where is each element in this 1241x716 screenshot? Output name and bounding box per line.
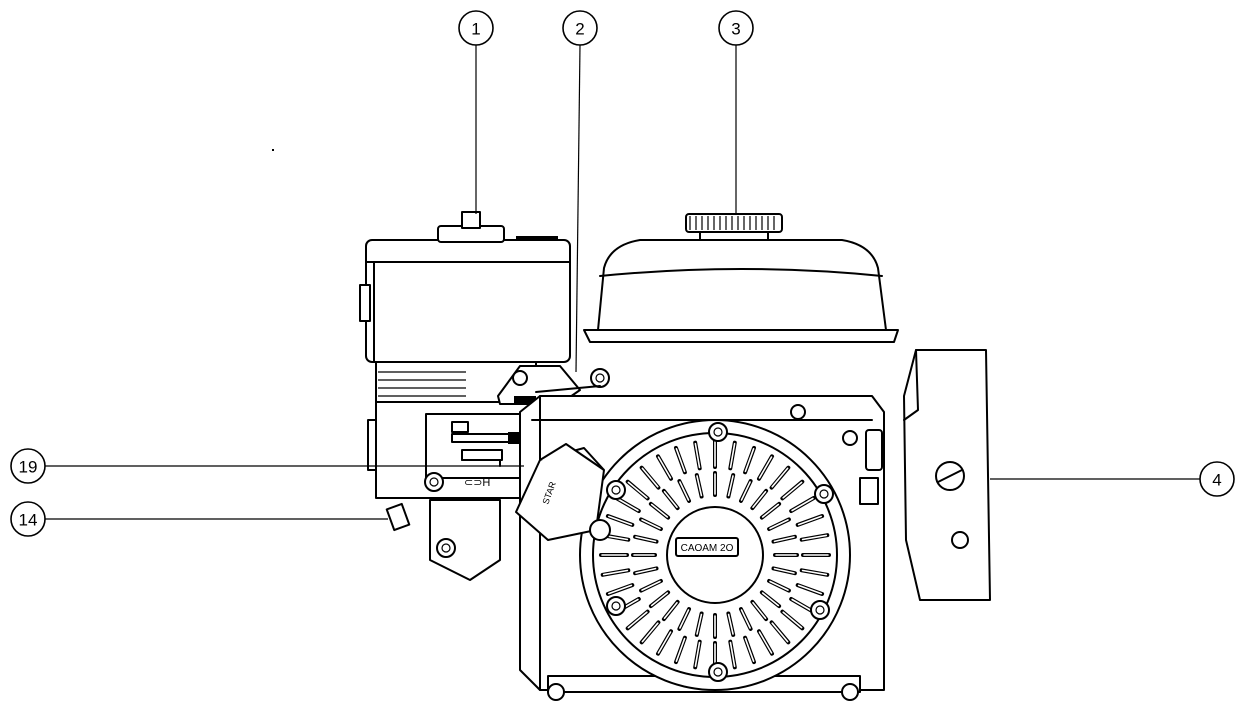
recoil-slot-inner <box>773 567 795 574</box>
recoil-slot-inner <box>773 536 795 543</box>
recoil-slot-inner <box>740 609 751 629</box>
callout-circle-4 <box>1199 461 1235 497</box>
callout-label-1: 1 <box>471 20 480 39</box>
recoil-slot-inner <box>769 519 789 530</box>
recoil-slot-inner <box>791 497 814 512</box>
recoil-slot-inner <box>641 519 661 530</box>
recoil-slot-inner <box>696 613 703 635</box>
recoil-slot-inner <box>744 447 755 473</box>
recoil-slot-inner <box>771 467 789 488</box>
recoil-slot-inner <box>641 622 659 643</box>
start-grip: STAR <box>515 443 611 541</box>
recoil-slot-inner <box>627 611 648 629</box>
switch-marking: ⊂⊃H <box>464 477 490 489</box>
callout-group-1: 1 <box>458 10 494 214</box>
recoil-slot-inner <box>635 567 657 574</box>
recoil-slot-inner <box>663 601 678 620</box>
recoil-slot-inner <box>769 580 789 591</box>
callout-group-14: 14 <box>10 501 388 537</box>
recoil-slot-inner <box>782 611 803 629</box>
recoil-starter: CAOAM 2O <box>579 419 851 691</box>
recoil-slot-inner <box>694 641 701 668</box>
callout-circle-2 <box>562 10 598 46</box>
recoil-slot-inner <box>729 641 736 668</box>
throttle-linkage <box>497 365 610 405</box>
recoil-slot-inner <box>696 475 703 497</box>
callout-circle-1 <box>458 10 494 46</box>
callout-circle-3 <box>718 10 754 46</box>
recoil-badge: CAOAM 2O <box>681 543 734 554</box>
recoil-slot-inner <box>607 584 633 595</box>
recoil-slot-inner <box>752 601 767 620</box>
recoil-slot-inner <box>801 569 828 576</box>
recoil-slot-inner <box>740 481 751 501</box>
callout-group-19: 19 <box>10 448 524 484</box>
recoil-slot-inner <box>771 622 789 643</box>
recoil-slot-inner <box>679 609 690 629</box>
recoil-slot-inner <box>752 490 767 509</box>
fuel-cap <box>685 213 783 241</box>
recoil-slot-inner <box>679 481 690 501</box>
cylinder-block: ⊂⊃H <box>367 361 537 499</box>
air-cleaner <box>359 211 571 363</box>
air-cleaner-wing-nut <box>437 211 558 243</box>
recoil-slot-inner <box>650 592 669 607</box>
oil-drain-plug <box>385 499 501 581</box>
recoil-slot-inner <box>616 497 639 512</box>
recoil-slot-inner <box>797 584 823 595</box>
recoil-slot-inner <box>801 534 828 541</box>
callout-label-4: 4 <box>1212 471 1221 490</box>
recoil-slot-inner <box>607 515 633 526</box>
callout-label-3: 3 <box>731 20 740 39</box>
callout-group-2: 2 <box>562 10 598 373</box>
recoil-slot-inner <box>761 503 780 518</box>
callout-label-2: 2 <box>575 20 584 39</box>
recoil-slot-inner <box>602 569 629 576</box>
recoil-slot-inner <box>657 456 672 479</box>
recoil-slot-inner <box>657 631 672 654</box>
callout-group-3: 3 <box>718 10 754 214</box>
recoil-slot-inner <box>650 503 669 518</box>
recoil-slot-inner <box>675 447 686 473</box>
recoil-bolts <box>606 422 834 682</box>
fuel-tank <box>583 213 899 343</box>
recoil-slot-inner <box>727 475 734 497</box>
callout-label-14: 14 <box>19 511 38 530</box>
recoil-slot-inner <box>627 481 648 499</box>
recoil-slot-inner <box>635 536 657 543</box>
recoil-slot-inner <box>641 467 659 488</box>
recoil-slot-inner <box>727 613 734 635</box>
recoil-slot-inner <box>797 515 823 526</box>
callout-group-4: 4 <box>990 461 1235 497</box>
recoil-slot-inner <box>761 592 780 607</box>
output-bracket <box>790 349 991 601</box>
callout-circle-14 <box>10 501 46 537</box>
recoil-slot-inner <box>641 580 661 591</box>
callout-label-19: 19 <box>19 458 38 477</box>
callout-circle-19 <box>10 448 46 484</box>
recoil-slot-inner <box>694 442 701 469</box>
recoil-slot-inner <box>663 490 678 509</box>
recoil-slot-inner <box>729 442 736 469</box>
recoil-slot-inner <box>782 481 803 499</box>
recoil-slot-inner <box>791 598 814 613</box>
recoil-slot-inner <box>758 631 773 654</box>
recoil-slot-inner <box>758 456 773 479</box>
recoil-slot-inner <box>675 637 686 663</box>
recoil-slot-inner <box>744 637 755 663</box>
